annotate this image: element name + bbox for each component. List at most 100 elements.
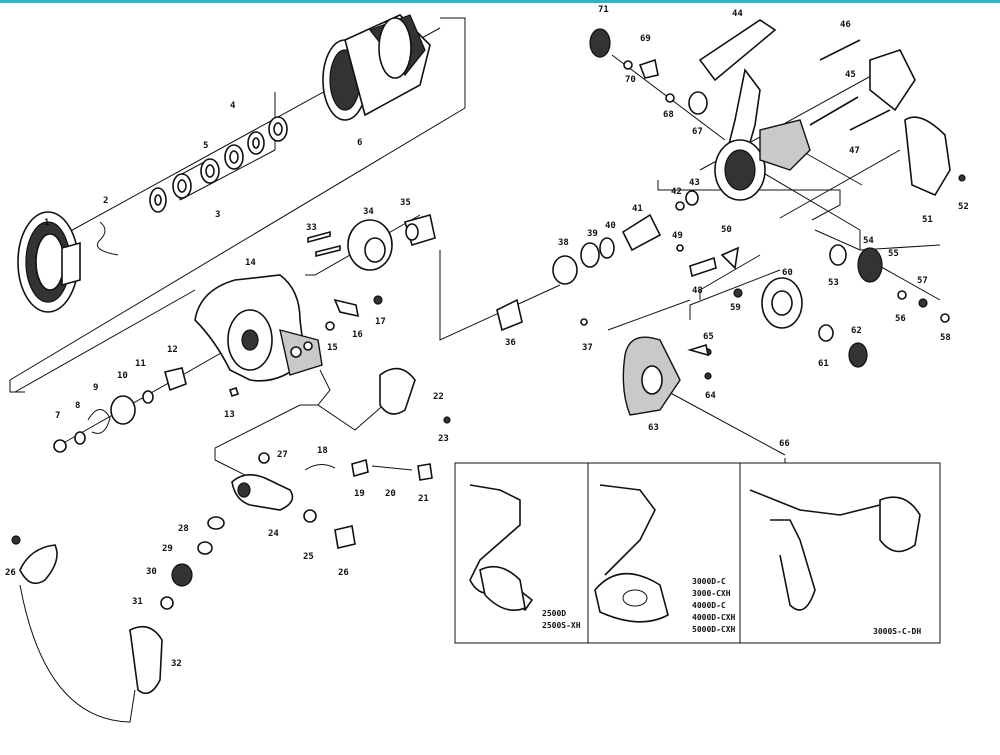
rotor-housing <box>622 336 712 416</box>
part-label-61: 61 <box>818 359 829 369</box>
part-label-48: 48 <box>692 286 703 296</box>
bail-spring-assembly <box>304 458 433 481</box>
rotor-cup <box>347 214 436 271</box>
part-label-53: 53 <box>828 278 839 288</box>
handle-3000s-c-dh <box>749 489 921 611</box>
part-label-18: 18 <box>317 446 328 456</box>
part-label-25: 25 <box>303 552 314 562</box>
part-label-68: 68 <box>663 110 674 120</box>
part-label-58: 58 <box>940 333 951 343</box>
part-label-20: 20 <box>385 489 396 499</box>
top-accent-bar <box>0 0 1000 3</box>
handle-variants-box <box>454 458 941 644</box>
part-label-13: 13 <box>224 410 235 420</box>
part-label-43: 43 <box>689 178 700 188</box>
part-label-67: 67 <box>692 127 703 137</box>
part-label-59: 59 <box>730 303 741 313</box>
part-label-65: 65 <box>703 332 714 342</box>
part-label-55: 55 <box>888 249 899 259</box>
part-label-26-right: 26 <box>338 568 349 578</box>
part-label-44: 44 <box>732 9 743 19</box>
part-label-69: 69 <box>640 34 651 44</box>
spool <box>322 14 431 121</box>
drag-knob <box>17 211 81 313</box>
part-label-19: 19 <box>354 489 365 499</box>
part-label-37: 37 <box>582 343 593 353</box>
part-label-28: 28 <box>178 524 189 534</box>
part-label-16: 16 <box>352 330 363 340</box>
part-label-70: 70 <box>625 75 636 85</box>
part-label-33: 33 <box>306 223 317 233</box>
part-label-38: 38 <box>558 238 569 248</box>
part-label-39: 39 <box>587 229 598 239</box>
part-number-labels: 1 2 3 4 5 6 7 8 9 10 11 12 13 14 15 16 1… <box>5 5 969 669</box>
handle-2500 <box>469 484 534 612</box>
part-label-34: 34 <box>363 207 374 217</box>
part-label-57: 57 <box>917 276 928 286</box>
drag-washer-stack <box>149 116 288 213</box>
part-label-45: 45 <box>845 70 856 80</box>
variant-caption-b-1: 3000D-C <box>692 577 726 586</box>
part-label-42: 42 <box>671 187 682 197</box>
bail-arm-left <box>160 452 356 610</box>
guide-lines <box>9 17 941 486</box>
part-label-4: 4 <box>230 101 236 111</box>
handle-knob-small-parts <box>589 28 708 115</box>
part-label-49: 49 <box>672 231 683 241</box>
part-label-54: 54 <box>863 236 874 246</box>
handle-3000 <box>594 484 669 623</box>
part-label-40: 40 <box>605 221 616 231</box>
part-label-6: 6 <box>357 138 362 148</box>
part-label-12: 12 <box>167 345 178 355</box>
part-label-1: 1 <box>44 218 49 228</box>
part-label-2: 2 <box>103 196 108 206</box>
part-label-29: 29 <box>162 544 173 554</box>
handle-variant-captions: 2500D 2500S-XH 3000D-C 3000-CXH 4000D-C … <box>542 577 921 636</box>
part-label-47: 47 <box>849 146 860 156</box>
variant-caption-a-2: 2500S-XH <box>542 621 581 630</box>
part-label-7: 7 <box>55 411 60 421</box>
part-label-27: 27 <box>277 450 288 460</box>
part-label-71: 71 <box>598 5 609 15</box>
part-label-63: 63 <box>648 423 659 433</box>
part-label-26-left: 26 <box>5 568 16 578</box>
part-label-14: 14 <box>245 258 256 268</box>
part-label-24: 24 <box>268 529 279 539</box>
variant-caption-b-4: 4000D-CXH <box>692 613 736 622</box>
part-label-15: 15 <box>327 343 338 353</box>
part-label-30: 30 <box>146 567 157 577</box>
part-label-31: 31 <box>132 597 143 607</box>
part-label-21: 21 <box>418 494 429 504</box>
variant-caption-b-5: 5000D-CXH <box>692 625 736 634</box>
part-label-9: 9 <box>93 383 98 393</box>
part-label-10: 10 <box>117 371 128 381</box>
variant-caption-a-1: 2500D <box>542 609 566 618</box>
gear-train <box>496 190 950 368</box>
part-label-22: 22 <box>433 392 444 402</box>
part-label-51: 51 <box>922 215 933 225</box>
part-label-66: 66 <box>779 439 790 449</box>
part-label-36: 36 <box>505 338 516 348</box>
oscillation-parts <box>53 367 187 453</box>
part-label-56: 56 <box>895 314 906 324</box>
part-label-23: 23 <box>438 434 449 444</box>
part-label-60: 60 <box>782 268 793 278</box>
part-label-17: 17 <box>375 317 386 327</box>
variant-caption-b-2: 3000-CXH <box>692 589 731 598</box>
part-label-32: 32 <box>171 659 182 669</box>
part-label-50: 50 <box>721 225 732 235</box>
part-label-3: 3 <box>215 210 220 220</box>
part-label-11: 11 <box>135 359 146 369</box>
variant-caption-b-3: 4000D-C <box>692 601 726 610</box>
clip-spring <box>96 221 119 256</box>
part-label-8: 8 <box>75 401 80 411</box>
part-label-62: 62 <box>851 326 862 336</box>
part-label-35: 35 <box>400 198 411 208</box>
small-hardware-left <box>228 230 451 424</box>
part-label-64: 64 <box>705 391 716 401</box>
part-label-5: 5 <box>203 141 208 151</box>
reel-frame <box>698 19 916 201</box>
reel-body <box>194 274 323 382</box>
bail-wire <box>11 535 163 723</box>
